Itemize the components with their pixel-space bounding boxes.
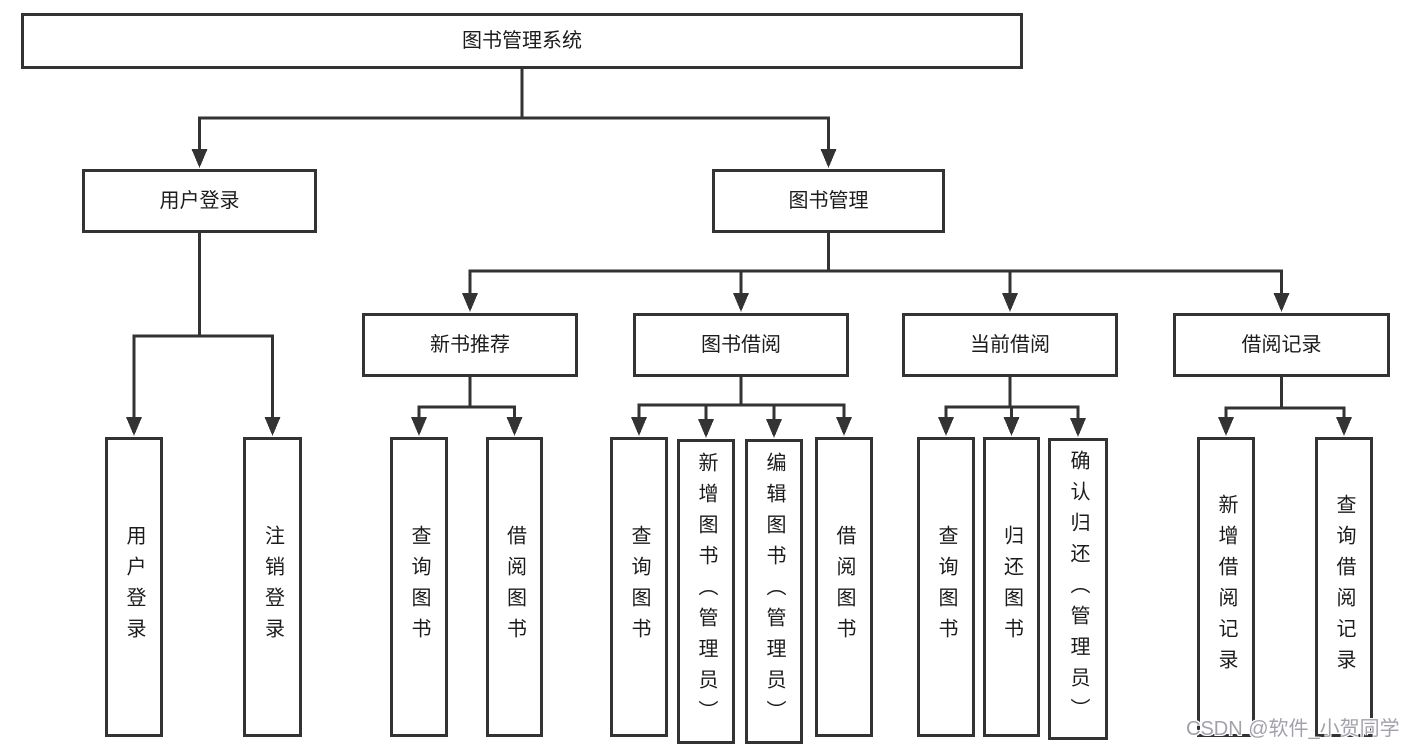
node-label: 借阅图书 bbox=[503, 525, 526, 649]
node-root: 图书管理系统 bbox=[21, 13, 1023, 69]
node-borrow-records: 借阅记录 bbox=[1173, 313, 1390, 377]
node-label: 确认归还（管理员） bbox=[1067, 449, 1089, 729]
arrow-down-icon bbox=[1002, 293, 1018, 312]
node-label: 新增图书（管理员） bbox=[695, 452, 717, 731]
node-book-borrow: 图书借阅 bbox=[633, 313, 849, 377]
node-label: 用户登录 bbox=[159, 190, 240, 212]
arrow-down-icon bbox=[820, 149, 837, 168]
arrow-down-icon bbox=[1218, 417, 1234, 436]
node-book-mgmt: 图书管理 bbox=[712, 169, 945, 233]
node-label: 新书推荐 bbox=[430, 334, 510, 356]
arrow-down-icon bbox=[631, 417, 647, 436]
node-v-add-record: 新增借阅记录 bbox=[1197, 437, 1255, 737]
node-v-query-book-2: 查询图书 bbox=[610, 437, 668, 737]
node-v-query-book-3: 查询图书 bbox=[917, 437, 975, 737]
watermark: CSDN @软件_小贺同学 bbox=[1186, 718, 1400, 740]
node-v-borrow-book-2: 借阅图书 bbox=[815, 437, 873, 737]
arrow-down-icon bbox=[411, 417, 427, 436]
node-v-edit-book: 编辑图书（管理员） bbox=[745, 439, 803, 744]
arrow-down-icon bbox=[766, 419, 782, 438]
node-label: 查询图书 bbox=[408, 525, 430, 649]
node-label: 当前借阅 bbox=[970, 334, 1050, 356]
node-label: 查询图书 bbox=[628, 525, 650, 649]
node-label: 查询图书 bbox=[935, 525, 957, 649]
arrow-down-icon bbox=[1070, 418, 1086, 437]
node-current-borrow: 当前借阅 bbox=[902, 313, 1118, 377]
arrow-down-icon bbox=[938, 417, 954, 436]
node-label: 编辑图书（管理员） bbox=[763, 452, 785, 731]
arrow-down-icon bbox=[836, 417, 852, 436]
node-label: 借阅图书 bbox=[833, 525, 855, 649]
arrow-down-icon bbox=[126, 417, 142, 436]
node-v-user-login: 用户登录 bbox=[105, 437, 163, 737]
node-v-query-book-1: 查询图书 bbox=[390, 437, 448, 737]
node-v-logout: 注销登录 bbox=[243, 437, 302, 737]
arrow-down-icon bbox=[1003, 417, 1020, 436]
arrow-down-icon bbox=[506, 417, 523, 436]
node-label: 用户登录 bbox=[123, 525, 145, 649]
node-label: 图书管理 bbox=[788, 190, 869, 212]
node-label: 新增借阅记录 bbox=[1215, 494, 1237, 680]
node-v-confirm-return: 确认归还（管理员） bbox=[1048, 438, 1108, 740]
arrow-down-icon bbox=[191, 149, 208, 168]
node-v-query-record: 查询借阅记录 bbox=[1315, 437, 1373, 737]
arrow-down-icon bbox=[1273, 293, 1290, 312]
node-v-borrow-book-1: 借阅图书 bbox=[486, 437, 543, 737]
arrow-down-icon bbox=[1336, 417, 1352, 436]
arrow-down-icon bbox=[462, 293, 478, 312]
node-label: 借阅记录 bbox=[1241, 334, 1322, 356]
node-label: 查询借阅记录 bbox=[1333, 494, 1355, 680]
node-label: 注销登录 bbox=[261, 525, 284, 649]
node-label: 图书借阅 bbox=[701, 334, 781, 356]
node-user-login: 用户登录 bbox=[82, 169, 317, 233]
arrow-down-icon bbox=[264, 417, 281, 436]
node-label: 归还图书 bbox=[1000, 525, 1023, 649]
arrow-down-icon bbox=[698, 419, 714, 438]
node-label: 图书管理系统 bbox=[462, 30, 582, 52]
arrow-down-icon bbox=[733, 293, 749, 312]
node-v-return-book: 归还图书 bbox=[983, 437, 1040, 737]
node-v-add-book: 新增图书（管理员） bbox=[677, 439, 735, 744]
node-new-book-rec: 新书推荐 bbox=[362, 313, 578, 377]
